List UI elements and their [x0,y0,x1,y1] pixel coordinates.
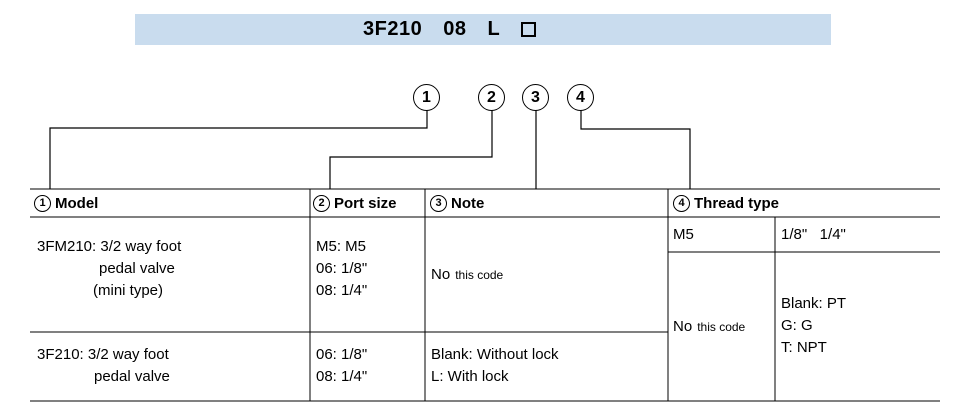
thread-sub2-line3: T: NPT [781,339,827,356]
port-size-row2-line1: 06: 1/8" [316,346,368,363]
cell-thread-sub1-left: M5 [673,217,694,252]
header-thread-type: 4 Thread type [673,190,779,216]
thread-sub2-rest: this code [697,319,746,334]
cell-model-row2: 3F210: 3/2 way foot pedal valve [37,344,170,388]
thread-sub1-left-text: M5 [673,225,694,243]
port-size-row1-line1: M5: M5 [316,238,367,255]
cell-thread-sub1-right: 1/8" 1/4" [781,217,846,252]
header-model-label: Model [55,194,99,212]
cell-port-size-row2: 06: 1/8" 08: 1/4" [316,344,367,388]
model-row1-line3: (mini type) [93,282,164,299]
cell-note-row2: Blank: Without lock L: With lock [431,344,559,388]
note-row2-line1: Blank: Without lock [431,346,559,363]
callout-circle-2: 2 [478,84,505,111]
leader-line-1 [49,110,428,189]
code-segment-model: 3F210 [363,18,423,40]
callout-circle-4: 4 [567,84,594,111]
cell-thread-sub2-left: No this code [673,252,745,401]
model-code-banner: 3F210 08 L [135,14,831,45]
port-size-row2-line2: 08: 1/4" [316,368,368,385]
header-port-size: 2 Port size [313,190,397,216]
circled-number-4-icon: 4 [673,194,690,212]
circled-number-1-icon: 1 [34,194,51,212]
header-note-label: Note [451,194,485,212]
leader-line-4 [580,110,691,189]
thread-sub2-no: No [673,317,693,335]
port-size-row1-line2: 06: 1/8" [316,260,368,277]
model-code: 3F210 08 L [363,14,537,45]
cell-thread-sub2-right: Blank: PT G: G T: NPT [781,293,846,359]
cell-note-row1: No this code [431,217,503,332]
header-model: 1 Model [34,190,98,216]
model-row2-line2: pedal valve [94,368,170,385]
note-row1-rest: this code [455,267,504,282]
header-port-size-label: Port size [334,194,397,212]
note-row1-no: No [431,265,451,283]
circled-number-2-icon: 2 [313,194,330,212]
cell-model-row1: 3FM210: 3/2 way foot pedal valve (mini t… [37,236,181,302]
cell-port-size-row1: M5: M5 06: 1/8" 08: 1/4" [316,236,367,302]
model-row2-line1: 3F210: 3/2 way foot [37,346,169,363]
port-size-row1-line3: 08: 1/4" [316,282,368,299]
model-row1-line2: pedal valve [99,260,175,277]
table-borders [30,188,940,402]
thread-sub2-line1: Blank: PT [781,295,847,312]
thread-sub2-line2: G: G [781,317,813,334]
header-note: 3 Note [430,190,484,216]
callout-circle-1: 1 [413,84,440,111]
code-segment-note: L [487,18,501,40]
circled-number-3-icon: 3 [430,194,447,212]
note-row2-line2: L: With lock [431,368,509,385]
callout-circle-3: 3 [522,84,549,111]
code-segment-port-size: 08 [443,18,467,40]
model-row1-line1: 3FM210: 3/2 way foot [37,238,182,255]
header-thread-type-label: Thread type [694,194,780,212]
empty-box-icon [521,22,537,37]
leader-line-2 [329,110,493,189]
thread-sub1-right-text: 1/8" 1/4" [781,225,846,243]
